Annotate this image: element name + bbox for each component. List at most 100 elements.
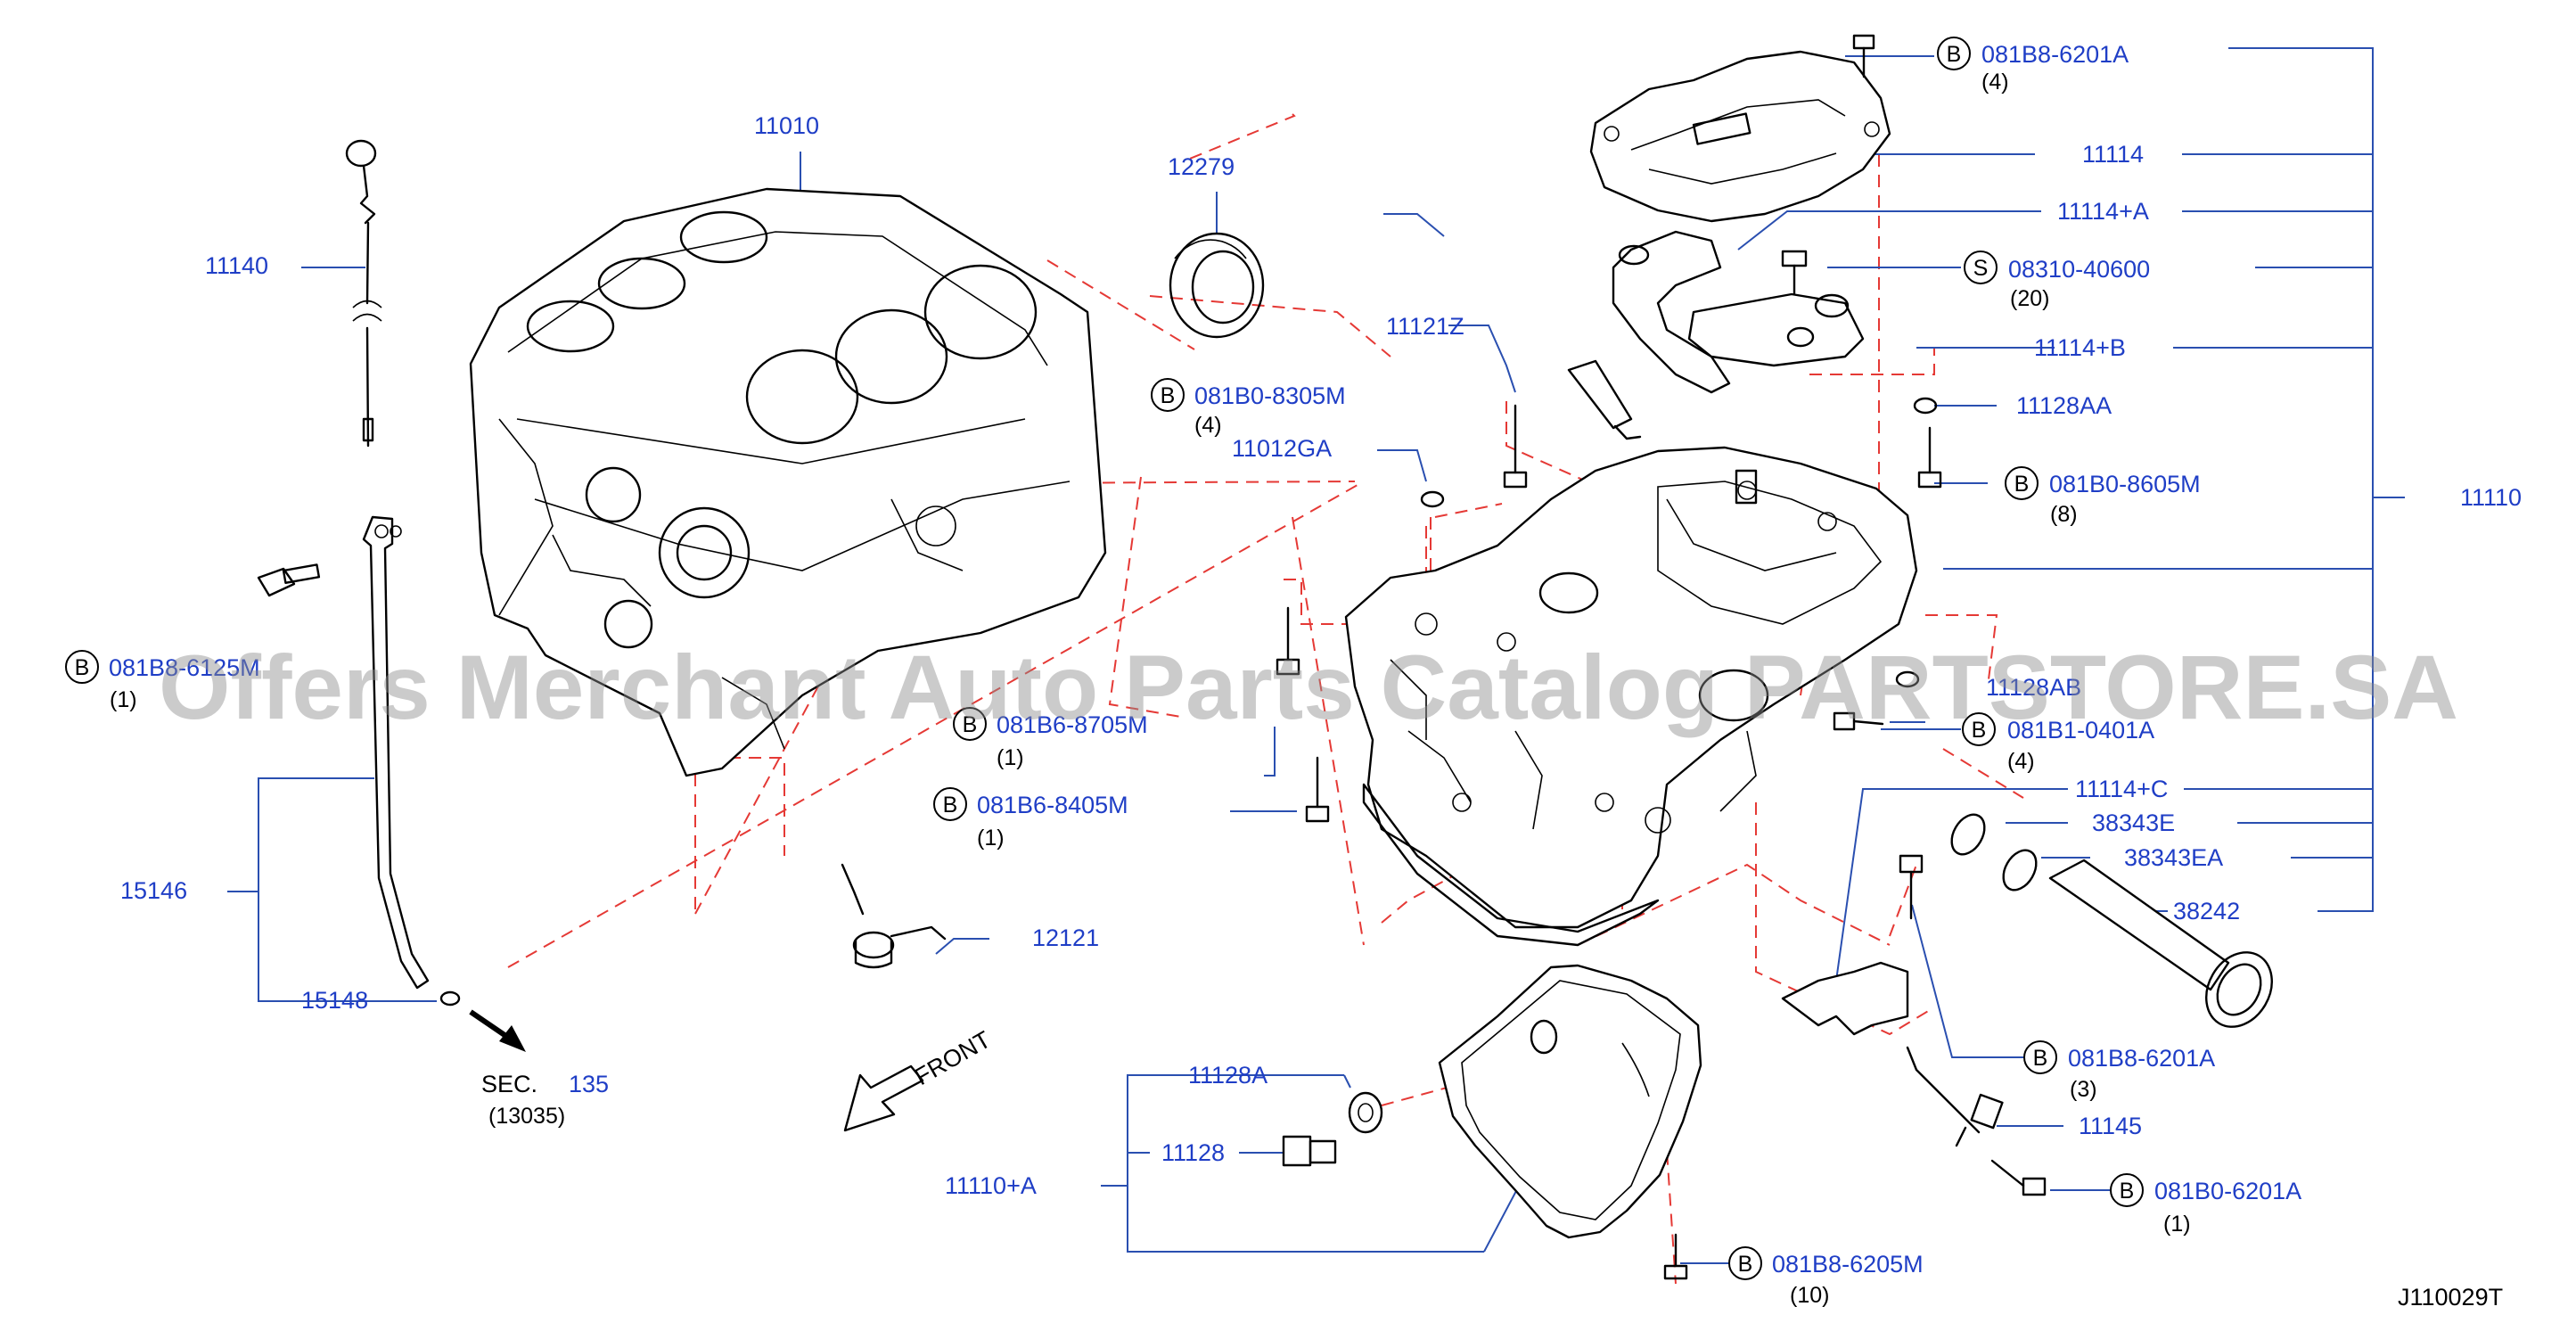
badge-b-icon: B bbox=[1937, 37, 1971, 70]
bolt-081b8-6201a-mid bbox=[1899, 854, 1924, 920]
part-number-11145: 11145 bbox=[2079, 1113, 2142, 1139]
svg-text:B: B bbox=[1161, 383, 1176, 408]
badge-b-icon: B bbox=[65, 650, 99, 684]
part-number-081b6-8705m: 081B6-8705M bbox=[997, 711, 1148, 738]
part-number-11114a: 11114+A bbox=[2057, 198, 2149, 225]
quantity-081b1-0401a: (4) bbox=[2007, 749, 2035, 774]
oil-pan-11110a bbox=[1438, 964, 1702, 1239]
part-number-081b1-0401a: 081B1-0401A bbox=[2007, 717, 2154, 744]
part-number-081b8-6205m: 081B8-6205M bbox=[1772, 1251, 1924, 1278]
cover-11114b bbox=[1687, 292, 1865, 367]
bolt-081b8-6205m bbox=[1663, 1233, 1688, 1280]
part-number-11128: 11128 bbox=[1161, 1139, 1225, 1166]
section-reference-number: 135 bbox=[569, 1071, 609, 1097]
part-number-12121: 12121 bbox=[1032, 924, 1099, 951]
sealant-tube-11121z bbox=[1567, 359, 1642, 440]
bolt-081b0-8305m bbox=[1503, 404, 1528, 489]
badge-b-icon: B bbox=[2110, 1173, 2144, 1207]
part-number-38242: 38242 bbox=[2173, 898, 2240, 924]
bolt-081b8-6201a-top bbox=[1852, 34, 1875, 78]
badge-b-icon: B bbox=[1962, 712, 1996, 746]
svg-text:B: B bbox=[75, 655, 90, 680]
quantity-081b6-8705m: (1) bbox=[997, 745, 1024, 770]
washer-11128ab bbox=[1895, 670, 1920, 688]
quantity-081b0-6201a: (1) bbox=[2163, 1212, 2191, 1237]
part-number-11128ab: 11128AB bbox=[1986, 674, 2081, 701]
svg-text:B: B bbox=[1947, 42, 1962, 67]
part-number-081b8-6201a-mid: 081B8-6201A bbox=[2068, 1045, 2215, 1072]
callout-brackets bbox=[227, 47, 2405, 1253]
bolt-081b6-8705m bbox=[1276, 606, 1300, 676]
part-number-11121z: 11121Z bbox=[1386, 313, 1464, 340]
part-number-081b8-left: 081B8-6125M bbox=[109, 654, 260, 681]
gasket-11114a bbox=[1612, 230, 1731, 394]
svg-text:B: B bbox=[2033, 1046, 2048, 1071]
o-ring-38343ea bbox=[2002, 849, 2038, 892]
part-number-11128a: 11128A bbox=[1188, 1062, 1267, 1089]
bolt-081b8-left bbox=[257, 563, 321, 597]
part-number-11010: 11010 bbox=[754, 112, 819, 139]
badge-b-icon: B bbox=[1151, 378, 1185, 412]
svg-text:B: B bbox=[2120, 1179, 2135, 1204]
callout-labels: 11010 12279 11140 B 081B8-6125M (1) 1514… bbox=[65, 37, 2522, 1311]
washer-11128aa bbox=[1913, 397, 1938, 415]
part-number-11110: 11110 bbox=[2460, 484, 2522, 511]
part-number-11140: 11140 bbox=[205, 252, 268, 279]
part-number-11110a: 11110+A bbox=[945, 1172, 1037, 1199]
quantity-081b8-left: (1) bbox=[110, 687, 137, 712]
part-number-11114: 11114 bbox=[2082, 141, 2144, 168]
quantity-081b6-8405m: (1) bbox=[977, 826, 1005, 850]
quantity-081b8-6205m: (10) bbox=[1790, 1283, 1829, 1308]
badge-b-icon: B bbox=[2005, 466, 2039, 500]
diagram-code: J110029T bbox=[2398, 1284, 2503, 1311]
bracket-11114c bbox=[1781, 961, 1909, 1036]
quantity-081b0-8305m: (4) bbox=[1194, 413, 1222, 438]
part-number-38343e: 38343E bbox=[2092, 809, 2175, 836]
part-number-081b0-6201a: 081B0-6201A bbox=[2154, 1178, 2301, 1204]
knock-sensor-12121 bbox=[841, 863, 947, 969]
svg-text:B: B bbox=[943, 793, 958, 818]
badge-s-icon: S bbox=[1964, 251, 1998, 284]
part-number-12279: 12279 bbox=[1168, 153, 1235, 180]
part-number-08310-40600: 08310-40600 bbox=[2008, 256, 2150, 283]
section-reference-sub: (13035) bbox=[488, 1104, 565, 1129]
part-number-081b0-8605m: 081B0-8605M bbox=[2049, 471, 2201, 497]
part-number-15148: 15148 bbox=[301, 987, 368, 1014]
bolt-081b0-8605m bbox=[1917, 426, 1942, 489]
part-number-11114b: 11114+B bbox=[2034, 334, 2126, 361]
quantity-081b0-8605m: (8) bbox=[2050, 502, 2078, 527]
part-number-081b0-8305m: 081B0-8305M bbox=[1194, 382, 1346, 409]
dipstick-tube-15146 bbox=[362, 515, 430, 990]
o-ring-11012ga bbox=[1420, 490, 1445, 508]
oil-dipstick-11140 bbox=[345, 139, 382, 448]
part-number-15146: 15146 bbox=[120, 877, 187, 904]
drain-plug-11128 bbox=[1282, 1135, 1337, 1167]
crank-seal-12279 bbox=[1169, 232, 1265, 339]
o-ring-15148 bbox=[439, 990, 461, 1007]
section-reference-prefix: SEC. bbox=[481, 1071, 537, 1097]
lower-oil-pan-11110 bbox=[1344, 446, 1918, 947]
tube-38242 bbox=[2048, 859, 2273, 1028]
quantity-081b8-6201a-mid: (3) bbox=[2070, 1077, 2097, 1102]
badge-b-icon: B bbox=[933, 787, 967, 821]
o-ring-38343e bbox=[1950, 813, 1986, 856]
badge-b-icon: B bbox=[953, 707, 987, 741]
badge-b-icon: B bbox=[2023, 1040, 2057, 1074]
bolt-081b6-8405m bbox=[1305, 756, 1330, 823]
baffle-plate-11114 bbox=[1589, 50, 1891, 223]
oil-level-sensor-11145 bbox=[1906, 1046, 2004, 1147]
section-reference-arrow bbox=[469, 1009, 526, 1052]
svg-text:S: S bbox=[1973, 256, 1989, 281]
svg-text:B: B bbox=[963, 712, 978, 737]
quantity-08310-40600: (20) bbox=[2010, 286, 2049, 311]
part-number-38343ea: 38343EA bbox=[2124, 844, 2223, 871]
front-direction-arrow bbox=[843, 1064, 924, 1132]
watermark-text: Offers Merchant Auto Parts Catalog PARTS… bbox=[159, 637, 2458, 738]
quantity-081b8-6201a-top: (4) bbox=[1981, 70, 2009, 94]
front-label: FRONT bbox=[910, 1026, 996, 1090]
drain-washer-11128a bbox=[1348, 1091, 1383, 1134]
svg-text:B: B bbox=[1738, 1252, 1753, 1277]
bolt-081b1-0401a bbox=[1833, 711, 1884, 731]
svg-text:B: B bbox=[2014, 472, 2030, 497]
